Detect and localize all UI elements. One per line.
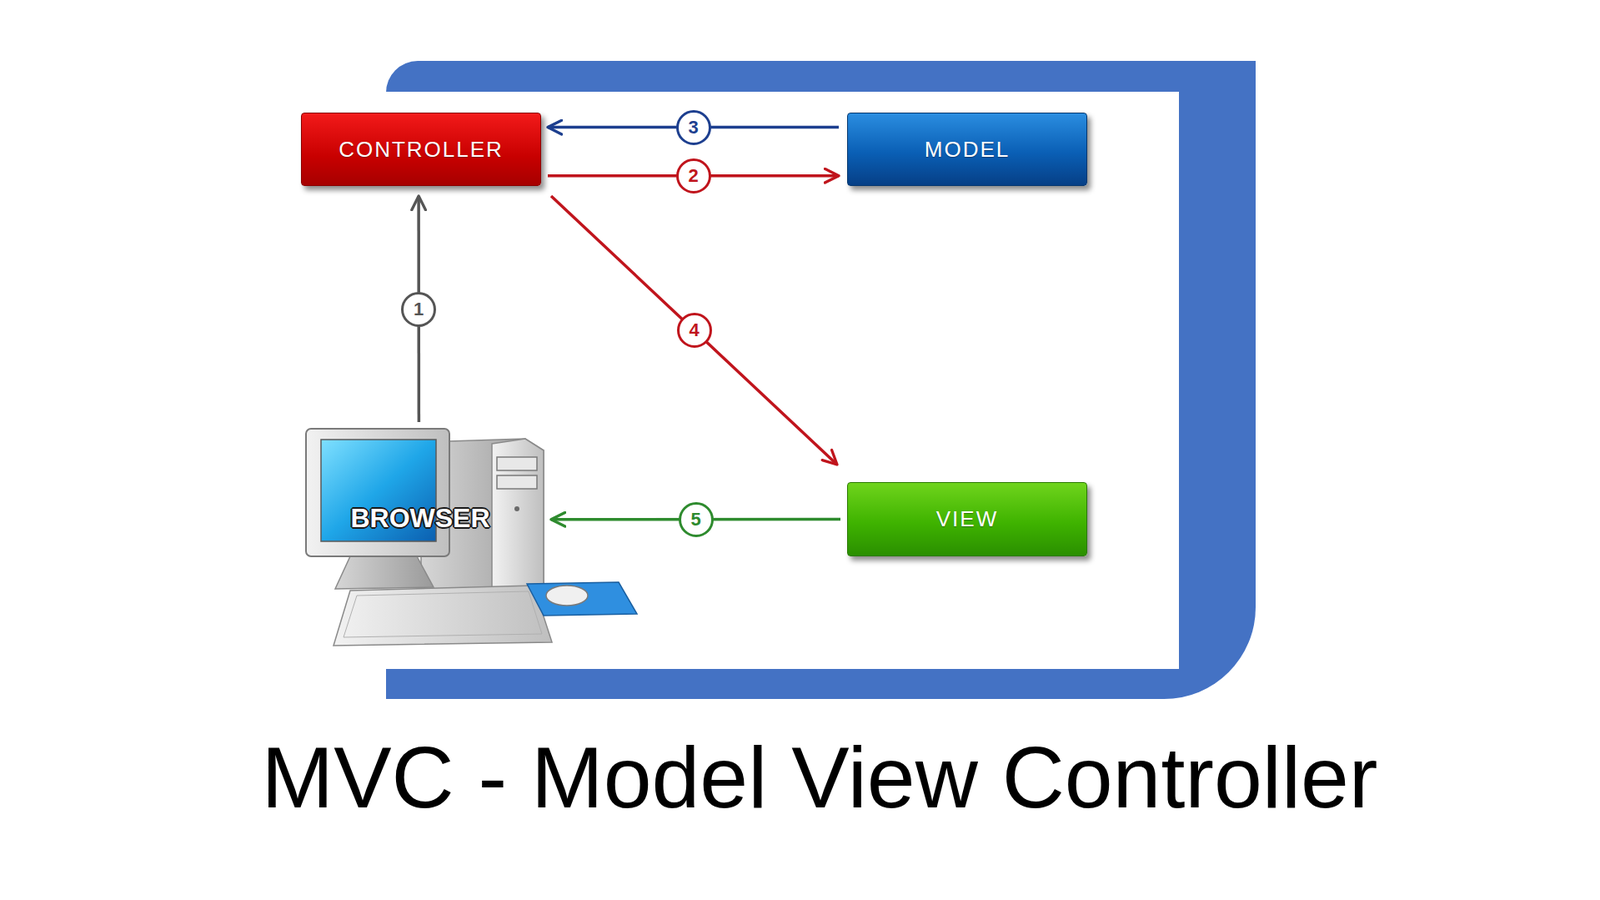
step-circle: 2 — [676, 158, 712, 194]
flow-arrow — [551, 195, 838, 465]
diagram-title: MVC - Model View Controller — [39, 733, 1600, 821]
browser-label: BROWSER — [350, 502, 490, 534]
step-circle: 3 — [676, 110, 712, 146]
step-number: 3 — [687, 116, 698, 139]
step-number: 4 — [688, 319, 699, 342]
box-label: VIEW — [936, 506, 999, 532]
box-label: CONTROLLER — [338, 136, 504, 163]
box-label: MODEL — [924, 136, 1010, 163]
step-number: 2 — [687, 165, 698, 187]
step-number: 1 — [413, 298, 424, 321]
model-box: MODEL — [847, 112, 1088, 186]
view-box: VIEW — [847, 481, 1088, 557]
step-number: 5 — [690, 508, 701, 531]
step-circle: 5 — [678, 501, 714, 537]
step-circle: 1 — [401, 291, 437, 327]
controller-box: CONTROLLER — [300, 112, 542, 186]
computer-illustration — [305, 428, 637, 646]
step-circle: 4 — [677, 312, 713, 348]
browser-computer: BROWSER — [305, 428, 547, 592]
